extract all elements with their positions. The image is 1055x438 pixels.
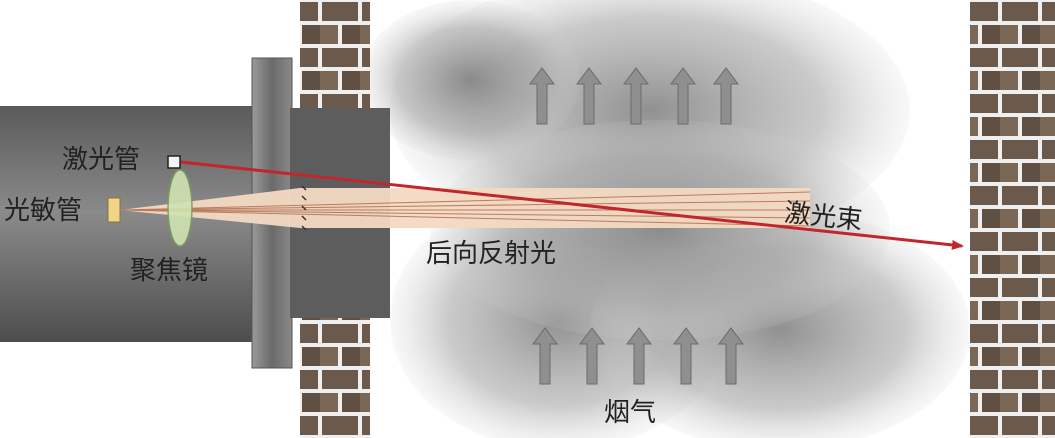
left-brick-wall-top <box>300 0 370 108</box>
arrow-up-icon <box>579 327 605 385</box>
arrow-up-icon <box>713 67 739 125</box>
focus-lens <box>167 169 193 247</box>
right-brick-wall <box>970 0 1055 438</box>
smoke-label: 烟气 <box>604 398 657 428</box>
smoke-arrows-top <box>529 67 739 125</box>
arrow-up-icon <box>529 67 555 125</box>
smoke-arrows-bottom <box>532 327 744 385</box>
back-scatter-light <box>120 185 811 231</box>
photo-tube-icon <box>107 197 121 223</box>
arrow-up-icon <box>576 67 602 125</box>
back-scatter-label: 后向反射光 <box>426 239 557 269</box>
arrow-up-icon <box>670 67 696 125</box>
left-brick-wall-bottom <box>300 318 370 438</box>
laser-tube-icon <box>167 155 181 169</box>
arrow-up-icon <box>532 327 558 385</box>
arrow-up-icon <box>623 67 649 125</box>
focus-lens-label: 聚焦镜 <box>130 256 209 286</box>
arrow-up-icon <box>626 327 652 385</box>
laser-beam <box>180 160 964 250</box>
laser-beam-label: 激光束 <box>783 198 864 237</box>
arrow-up-icon <box>673 327 699 385</box>
arrow-up-icon <box>718 327 744 385</box>
photo-tube-label: 光敏管 <box>4 196 83 226</box>
laser-tube-label: 激光管 <box>62 145 141 175</box>
